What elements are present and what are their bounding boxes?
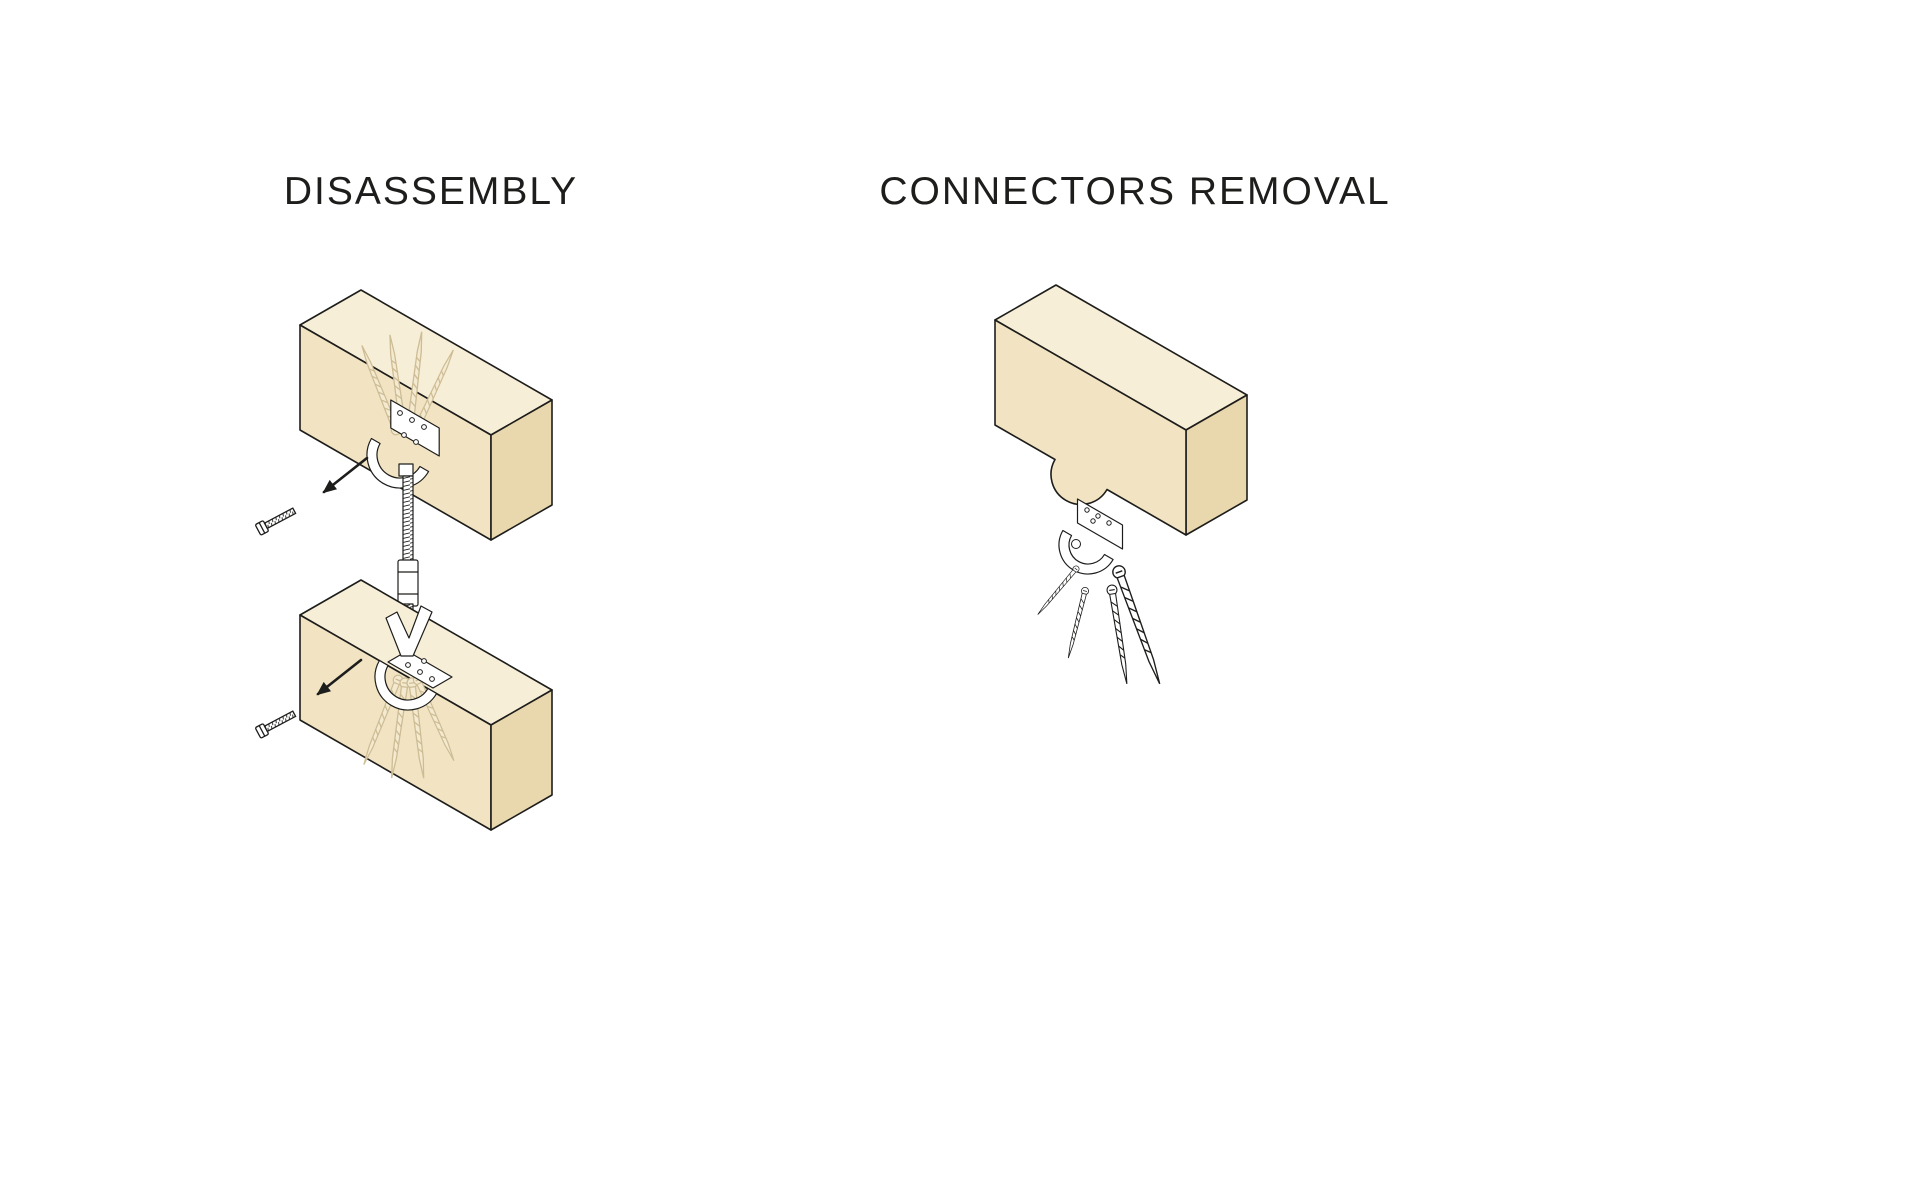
bracket-hole (417, 669, 423, 675)
upper-beam-side-face (490, 399, 553, 541)
lower-beam-side-face (490, 689, 553, 831)
disassembly-title: DISASSEMBLY (283, 170, 579, 214)
bracket-hole (409, 417, 415, 423)
bracket-saddle (374, 659, 438, 711)
removal-arrow-icon (316, 658, 363, 696)
disassembly-figure (254, 289, 553, 831)
screws (1035, 563, 1167, 687)
connector-bore (1071, 539, 1081, 549)
lower-bracket (374, 605, 453, 711)
rod-stem (398, 463, 414, 477)
hex-bolt-icon (254, 504, 298, 536)
connector-hole (1090, 518, 1096, 524)
lower-beam (299, 579, 553, 831)
wood-screw-icon (1035, 564, 1081, 617)
connector-plate (1076, 498, 1124, 550)
wood-screw-icon (1064, 586, 1090, 660)
connectors-removal-figure (994, 284, 1248, 687)
connector-hole (1095, 513, 1101, 519)
notched-beam-front-face (994, 319, 1187, 536)
connector-hole (1106, 520, 1112, 526)
connectors-removal-title: CONNECTORS REMOVAL (879, 170, 1391, 214)
notched-beam (994, 284, 1248, 536)
bracket-hole (429, 676, 435, 682)
bracket-hole (413, 439, 419, 445)
connector-hole (1084, 507, 1090, 513)
hex-bolt-icon (254, 707, 298, 739)
bracket-hole (401, 432, 407, 438)
bracket-plate (390, 399, 440, 457)
bracket-hole (405, 662, 411, 668)
bracket-hole (397, 410, 403, 416)
bracket-hole (421, 658, 427, 664)
removal-arrow-icon (322, 456, 369, 494)
rod-threads (403, 476, 413, 562)
bracket-hole (421, 424, 427, 430)
rod-clevis (385, 605, 433, 657)
connector (1058, 498, 1124, 575)
rod-sleeve (397, 559, 419, 607)
connector-saddle (1058, 529, 1114, 575)
